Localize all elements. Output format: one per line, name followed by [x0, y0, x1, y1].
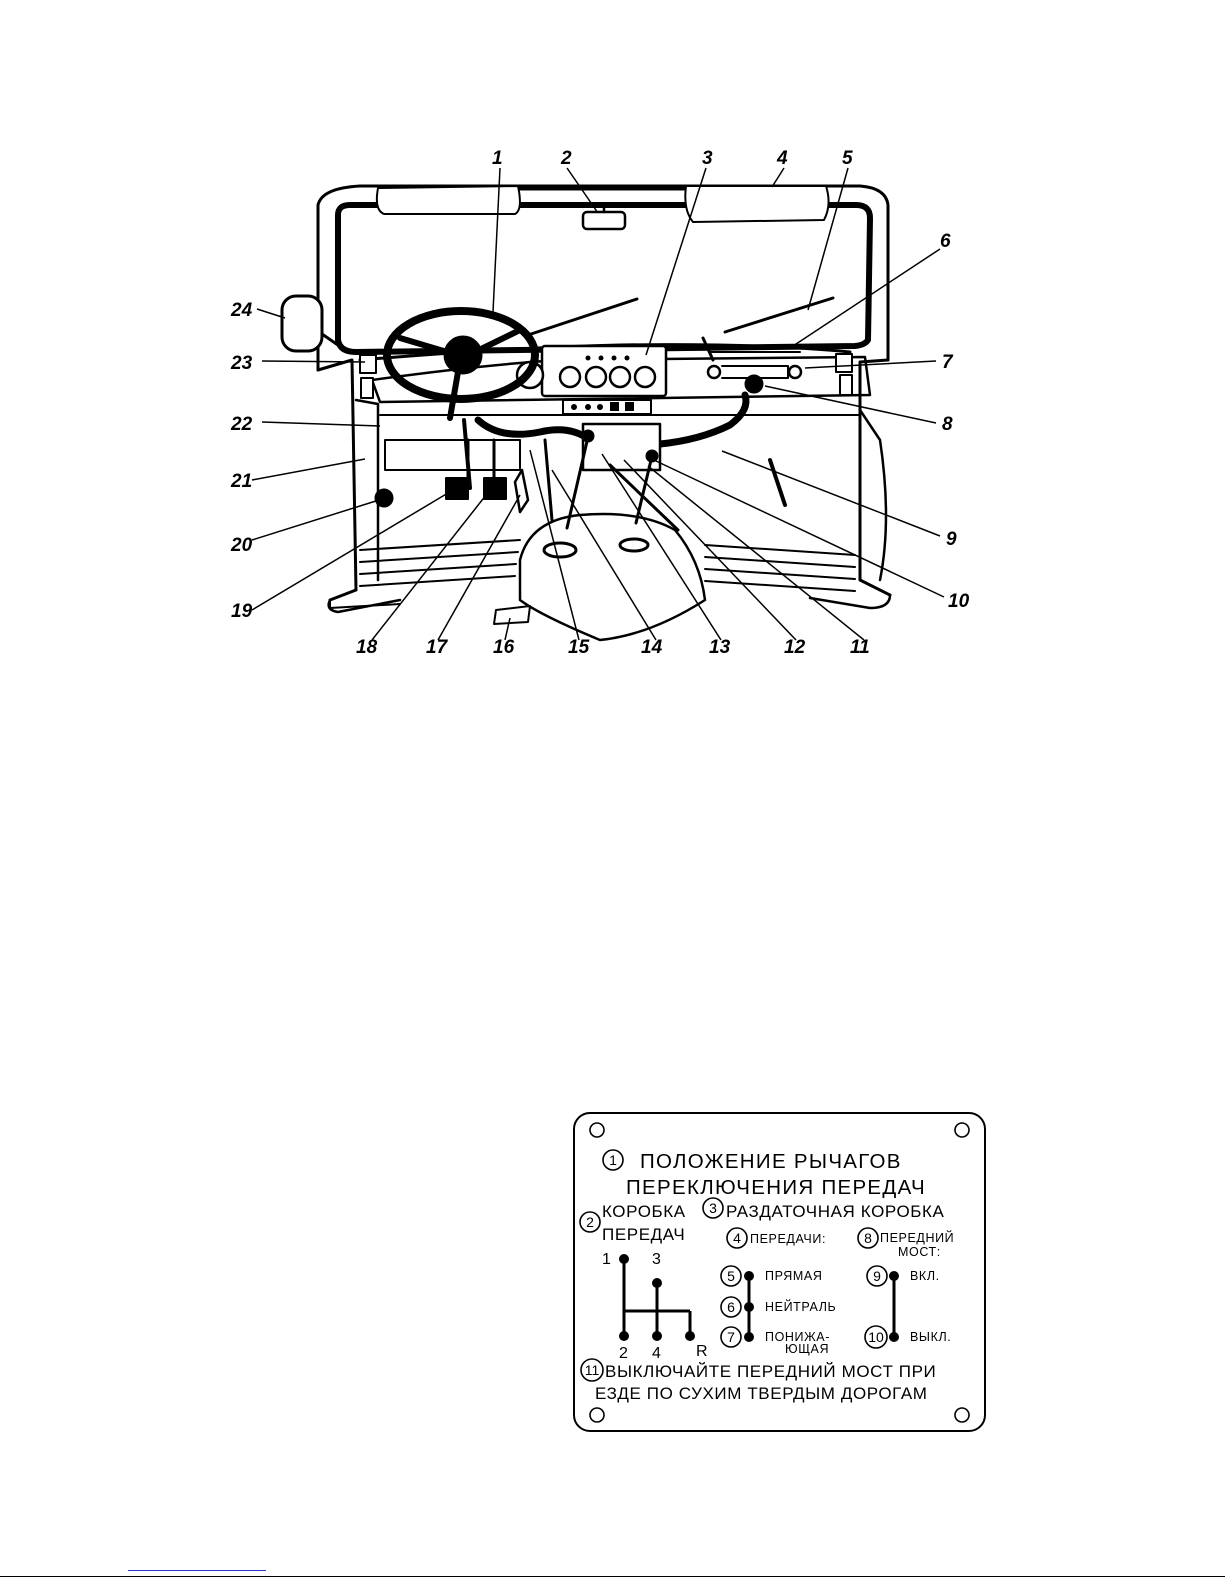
center-housing — [583, 424, 660, 470]
heater-knob-right — [789, 366, 801, 378]
num-4: 4 — [733, 1230, 741, 1246]
callout-3: 3 — [702, 148, 713, 169]
callout-8: 8 — [942, 414, 953, 435]
gear-position-r: R — [696, 1343, 708, 1360]
rear-view-mirror — [583, 212, 625, 229]
front-axle-label-line1: ПЕРЕДНИЙ — [880, 1230, 954, 1245]
num-5: 5 — [727, 1268, 735, 1284]
callout-5: 5 — [842, 148, 853, 169]
warning-line2: ЕЗДЕ ПО СУХИМ ТВЕРДЫМ ДОРОГАМ — [595, 1384, 928, 1403]
plate-title-line1: ПОЛОЖЕНИЕ РЫЧАГОВ — [640, 1150, 902, 1173]
plate-title-line2: ПЕРЕКЛЮЧЕНИЯ ПЕРЕДАЧ — [626, 1176, 926, 1199]
gear-position-2: 2 — [619, 1345, 628, 1362]
neutral-label: НЕЙТРАЛЬ — [765, 1299, 836, 1314]
callout-1: 1 — [492, 148, 503, 169]
num-11: 11 — [585, 1362, 600, 1378]
low-gear-label-line2: ЮЩАЯ — [785, 1342, 829, 1356]
dimmer-switch — [376, 490, 392, 506]
gearbox-label-line1: КОРОБКА — [602, 1202, 686, 1221]
left-pillar — [318, 360, 356, 600]
callout-21: 21 — [230, 471, 252, 492]
num-10: 10 — [868, 1329, 884, 1345]
callout-17: 17 — [426, 637, 449, 658]
heater-knob-left — [708, 366, 720, 378]
callout-19: 19 — [231, 601, 253, 622]
callout-13: 13 — [709, 637, 731, 658]
callout-4: 4 — [776, 148, 788, 169]
callout-16: 16 — [493, 637, 515, 658]
front-axle-label-line2: МОСТ: — [898, 1245, 941, 1259]
num-9: 9 — [873, 1268, 881, 1284]
callout-10: 10 — [948, 591, 970, 612]
wiper-left — [525, 299, 637, 336]
shift-pattern-plate: 1 2 3 4 8 5 6 7 9 10 11 ПОЛОЖЕНИЕ РЫЧАГО… — [574, 1113, 985, 1431]
gear-position-3: 3 — [652, 1251, 661, 1268]
gears-label: ПЕРЕДАЧИ: — [750, 1232, 826, 1246]
heater-switch — [746, 376, 762, 392]
callout-20: 20 — [230, 535, 253, 556]
clutch-pedal — [446, 478, 468, 499]
heater-hose-right — [660, 395, 746, 444]
gearbox-label-line2: ПЕРЕДАЧ — [602, 1225, 685, 1244]
wiper-right — [725, 298, 833, 332]
axle-off-label: ВЫКЛ. — [910, 1330, 951, 1344]
num-8: 8 — [864, 1230, 872, 1246]
floor-hatch — [494, 606, 530, 624]
transfer-case-label: РАЗДАТОЧНАЯ КОРОБКА — [726, 1202, 945, 1221]
left-door-side — [329, 400, 400, 612]
num-3: 3 — [709, 1200, 717, 1216]
axle-on-label: ВКЛ. — [910, 1269, 940, 1283]
callout-2: 2 — [560, 148, 572, 169]
num-1: 1 — [609, 1152, 617, 1168]
sun-visor-right — [685, 186, 828, 222]
accelerator-pedal — [515, 470, 528, 512]
callout-15: 15 — [568, 637, 590, 658]
gear-position-4: 4 — [652, 1345, 661, 1362]
callout-11: 11 — [850, 637, 870, 658]
num-7: 7 — [727, 1329, 735, 1345]
callout-22: 22 — [230, 414, 253, 435]
footer-rule — [0, 1576, 1225, 1577]
callout-12: 12 — [784, 637, 806, 658]
callout-14: 14 — [641, 637, 663, 658]
floor-mats — [360, 540, 855, 591]
brake-pedal — [484, 478, 506, 499]
gear-position-1: 1 — [602, 1251, 611, 1268]
num-6: 6 — [727, 1299, 735, 1315]
callout-9: 9 — [946, 529, 957, 550]
transmission-tunnel — [520, 514, 705, 640]
callout-18: 18 — [356, 637, 378, 658]
callout-7: 7 — [942, 352, 954, 373]
warning-line1: ВЫКЛЮЧАЙТЕ ПЕРЕДНИЙ МОСТ ПРИ — [605, 1362, 936, 1381]
callout-23: 23 — [230, 353, 253, 374]
callout-24: 24 — [230, 300, 253, 321]
num-2: 2 — [586, 1214, 594, 1230]
direct-gear-label: ПРЯМАЯ — [765, 1269, 822, 1283]
callout-6: 6 — [940, 231, 951, 252]
outside-mirror — [282, 296, 322, 351]
cab-interior-figure — [282, 186, 890, 640]
heater-hose-left — [478, 420, 590, 440]
footer-link-underline — [128, 1570, 266, 1571]
